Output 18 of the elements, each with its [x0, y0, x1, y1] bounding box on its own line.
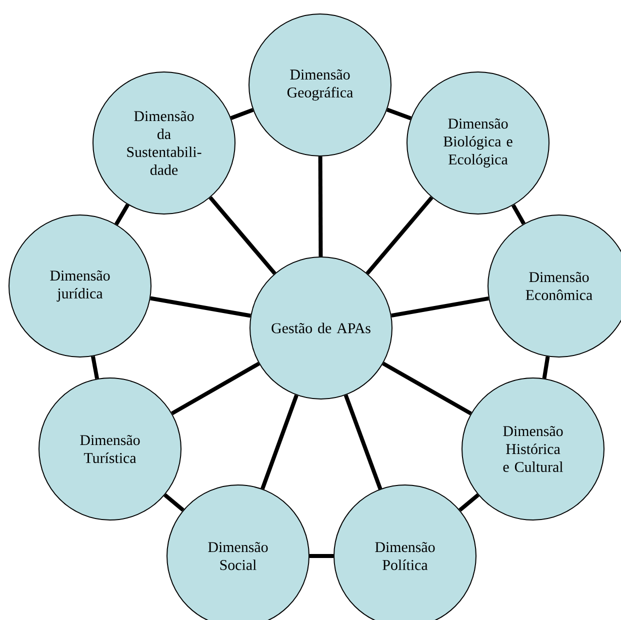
- connector-line: [171, 362, 260, 416]
- connector-line: [386, 108, 412, 120]
- connector-line: [542, 356, 550, 379]
- connector-line: [230, 108, 254, 120]
- connector-line: [260, 394, 298, 490]
- connector-line: [458, 493, 480, 512]
- connector-line: [90, 356, 100, 380]
- connector-line: [318, 156, 323, 257]
- connector-line: [208, 196, 276, 275]
- connector-line: [164, 493, 184, 512]
- connector-line: [366, 196, 434, 275]
- connector-line: [382, 362, 472, 416]
- connector-line: [344, 394, 382, 490]
- connector-line: [310, 554, 334, 558]
- connector-line: [512, 204, 526, 225]
- connector-line: [150, 296, 251, 318]
- connector-line: [114, 204, 130, 226]
- connector-line: [391, 296, 489, 318]
